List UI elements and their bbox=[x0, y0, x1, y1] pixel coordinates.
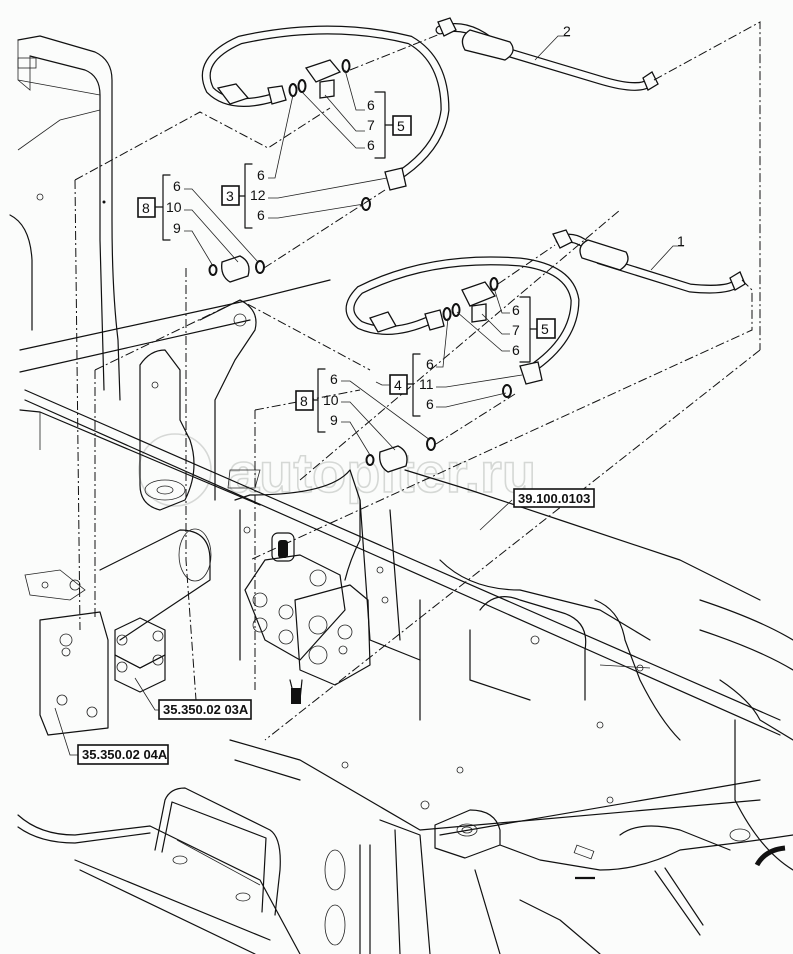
part-number-12: 12 bbox=[250, 187, 266, 203]
part-number-6: 6 bbox=[173, 178, 181, 194]
part-number-6: 6 bbox=[367, 137, 375, 153]
item-box-5-lower-label: 5 bbox=[541, 321, 549, 337]
part-number-6: 6 bbox=[512, 342, 520, 358]
part-number-6: 6 bbox=[426, 356, 434, 372]
callout-hose-1: 1 bbox=[677, 233, 685, 249]
item-box-4-label: 4 bbox=[394, 377, 402, 393]
item-box-3 bbox=[221, 185, 240, 206]
callout-hose-2: 2 bbox=[563, 23, 571, 39]
item-box-8-lower bbox=[295, 390, 314, 411]
centerlines bbox=[74, 21, 761, 741]
callout-group-upper: 5 6 7 6 3 6 12 6 8 6 10 9 bbox=[137, 69, 412, 267]
elbow-fitting-upper bbox=[208, 255, 265, 283]
part-number-11: 11 bbox=[419, 376, 434, 392]
item-box-8-upper-label: 8 bbox=[142, 200, 150, 216]
reference-label-03a[interactable]: 35.350.02 03A bbox=[163, 702, 249, 717]
control-valve bbox=[244, 532, 371, 704]
item-box-8-upper bbox=[137, 197, 156, 218]
reference-label-04a[interactable]: 35.350.02 04A bbox=[82, 747, 168, 762]
part-number-9: 9 bbox=[173, 220, 181, 236]
part-number-6: 6 bbox=[367, 97, 375, 113]
part-number-9: 9 bbox=[330, 412, 338, 428]
reference-35-350-02-04a[interactable]: 35.350.02 04A bbox=[54, 707, 169, 765]
part-number-7: 7 bbox=[512, 322, 520, 338]
part-number-6: 6 bbox=[426, 396, 434, 412]
item-box-5-upper bbox=[392, 115, 412, 136]
hose-2: 2 bbox=[435, 17, 659, 91]
elbow-fitting-lower bbox=[365, 437, 436, 473]
reference-label-main[interactable]: 39.100.0103 bbox=[518, 491, 590, 506]
watermark: autopiter.ru bbox=[138, 433, 537, 507]
item-box-8-lower-label: 8 bbox=[300, 393, 308, 409]
hose-4 bbox=[345, 256, 580, 398]
part-number-6: 6 bbox=[512, 302, 520, 318]
part-number-10: 10 bbox=[166, 199, 182, 215]
part-number-6: 6 bbox=[257, 207, 265, 223]
part-number-10: 10 bbox=[323, 392, 339, 408]
hose-1: 1 bbox=[552, 229, 746, 294]
item-box-5-upper-label: 5 bbox=[397, 118, 405, 134]
part-number-7: 7 bbox=[367, 117, 375, 133]
callout-group-lower: 5 6 7 6 4 6 11 6 8 6 10 9 bbox=[295, 287, 556, 456]
item-box-4 bbox=[389, 374, 408, 395]
hose-3 bbox=[201, 25, 450, 211]
item-box-3-label: 3 bbox=[226, 188, 234, 204]
part-number-6: 6 bbox=[330, 371, 338, 387]
chassis-frame bbox=[9, 35, 793, 954]
reference-35-350-02-03a[interactable]: 35.350.02 03A bbox=[134, 677, 252, 720]
part-number-6: 6 bbox=[257, 167, 265, 183]
reference-39-100-0103[interactable]: 39.100.0103 bbox=[479, 488, 595, 531]
item-box-5-lower bbox=[536, 318, 556, 339]
